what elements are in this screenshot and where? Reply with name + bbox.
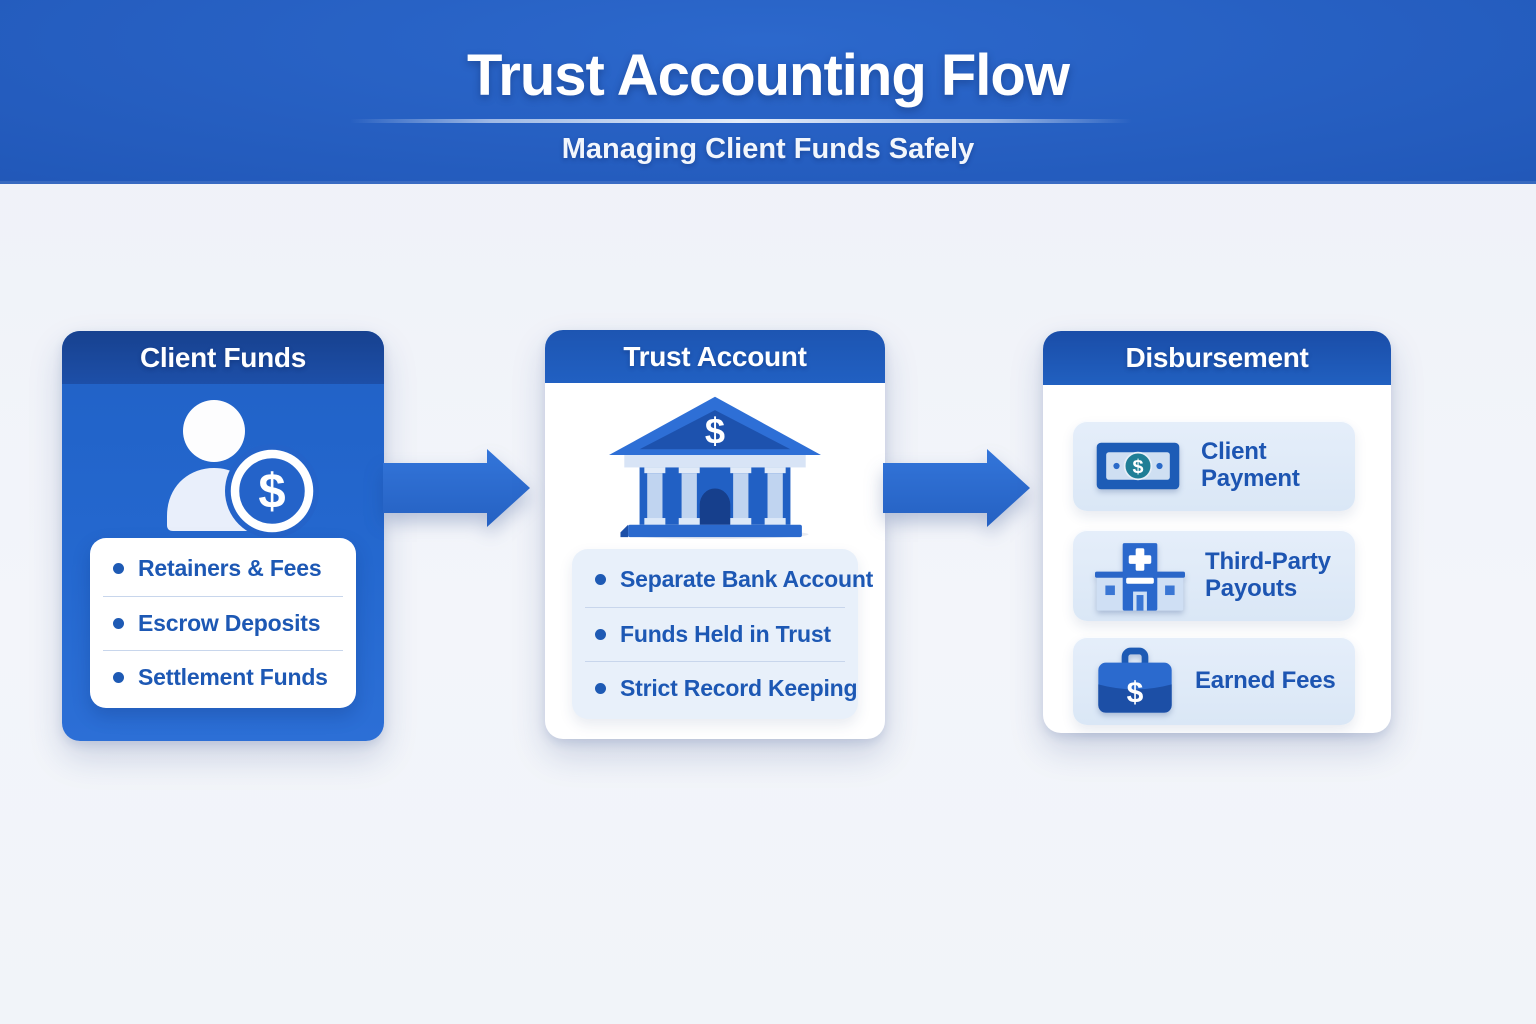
title-divider (350, 119, 1132, 123)
bullet-icon (113, 617, 124, 629)
disbursement-row-third-party: Third-Party Payouts (1073, 530, 1355, 621)
card-trust-account: Trust Account $ (545, 330, 885, 739)
list-item: Funds Held in Trust (585, 606, 845, 662)
list-item-label: Separate Bank Account (620, 565, 874, 592)
client-funds-list: Retainers & Fees Escrow Deposits Settlem… (90, 538, 356, 708)
card-trust-account-header: Trust Account (545, 330, 885, 383)
card-title: Disbursement (1125, 342, 1309, 373)
card-client-funds-header: Client Funds (62, 331, 384, 384)
bullet-icon (595, 628, 606, 640)
dollar-glyph: $ (1127, 677, 1144, 710)
bullet-icon (113, 562, 124, 574)
list-item-label: Escrow Deposits (138, 609, 321, 636)
bullet-icon (595, 573, 606, 585)
dollar-glyph: $ (258, 465, 285, 519)
list-item: Settlement Funds (103, 650, 343, 705)
row-label: Client Payment (1201, 438, 1300, 492)
disbursement-row-earned-fees: $ Earned Fees (1073, 637, 1355, 725)
row-label: Third-Party Payouts (1205, 547, 1331, 602)
banknote-icon: $ (1095, 438, 1181, 494)
disbursement-row-client-payment: $ Client Payment (1073, 421, 1355, 511)
page-subtitle: Managing Client Funds Safely (561, 133, 975, 165)
dollar-glyph: $ (705, 411, 725, 452)
person-with-dollar-coin-icon: $ (144, 395, 322, 546)
card-client-funds: Client Funds $ Retainers & Fees Escrow D… (62, 331, 384, 741)
list-item-label: Strict Record Keeping (620, 675, 858, 702)
list-item: Retainers & Fees (103, 541, 343, 596)
list-item-label: Funds Held in Trust (620, 620, 831, 647)
card-disbursement: Disbursement $ Client Payment (1043, 331, 1391, 733)
trust-account-list: Separate Bank Account Funds Held in Trus… (572, 549, 873, 719)
card-title: Client Funds (140, 341, 306, 373)
list-item: Escrow Deposits (103, 595, 343, 651)
header-banner: Trust Accounting Flow Managing Client Fu… (0, 0, 1536, 184)
flow-arrow-icon (383, 449, 530, 527)
row-label: Earned Fees (1195, 666, 1336, 694)
briefcase-icon: $ (1095, 646, 1175, 716)
list-item-label: Retainers & Fees (138, 554, 322, 581)
bank-building-icon: $ (595, 392, 835, 545)
page-title: Trust Accounting Flow (467, 43, 1070, 108)
card-title: Trust Account (623, 340, 807, 372)
bullet-icon (595, 683, 606, 695)
list-item: Strict Record Keeping (585, 661, 858, 716)
bullet-icon (113, 672, 124, 684)
list-item: Separate Bank Account (585, 552, 873, 607)
flow-arrow-icon (883, 449, 1030, 527)
hospital-building-icon (1095, 541, 1185, 611)
dollar-glyph: $ (1133, 456, 1144, 478)
card-disbursement-header: Disbursement (1043, 331, 1391, 385)
list-item-label: Settlement Funds (138, 664, 328, 691)
